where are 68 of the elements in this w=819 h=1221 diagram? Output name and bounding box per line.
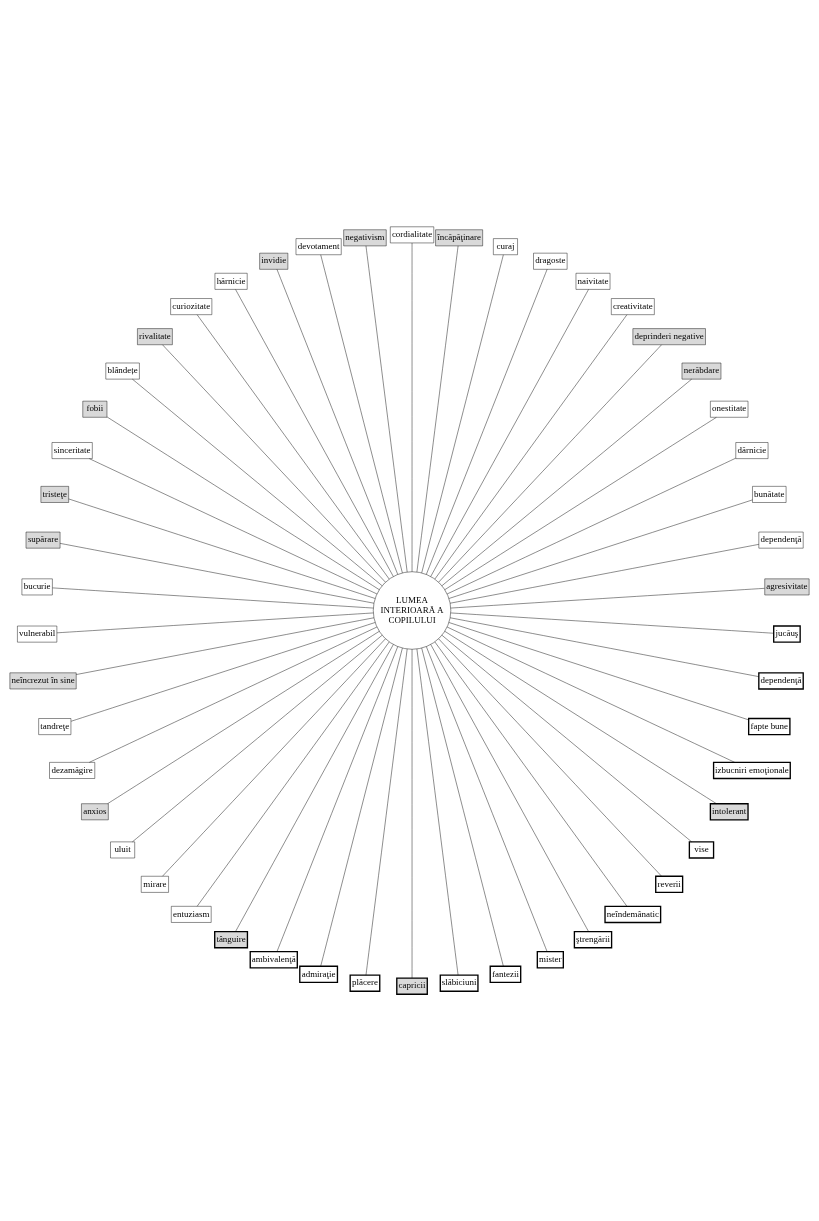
node-box: vise bbox=[688, 841, 715, 859]
connector bbox=[426, 646, 548, 952]
node-box: bucurie bbox=[21, 578, 53, 596]
node-box: sinceritate bbox=[51, 442, 93, 459]
connector bbox=[430, 644, 589, 932]
connector bbox=[421, 647, 504, 967]
node-box: dragoste bbox=[533, 252, 568, 270]
node-box: slăbiciuni bbox=[439, 974, 479, 992]
connector bbox=[276, 646, 398, 952]
connector bbox=[434, 641, 628, 907]
node-box: onestitate bbox=[710, 400, 749, 418]
node-box: negativism bbox=[343, 229, 387, 247]
connector bbox=[320, 647, 403, 967]
node-box: hărnicie bbox=[214, 273, 248, 290]
node-box: dărnicie bbox=[735, 442, 769, 459]
node-box: tandreţe bbox=[38, 718, 72, 735]
node-box: blândețe bbox=[105, 362, 140, 380]
node-box: capricii bbox=[396, 977, 428, 995]
connector bbox=[235, 644, 394, 932]
node-box: nerăbdare bbox=[681, 362, 722, 380]
node-box: curiozitate bbox=[170, 298, 213, 315]
connector bbox=[448, 622, 749, 721]
node-box: anxios bbox=[81, 803, 109, 821]
node-box: devotament bbox=[295, 238, 342, 255]
node-box: naivitate bbox=[575, 273, 611, 290]
node-box: fantezii bbox=[489, 965, 522, 984]
connector bbox=[411, 649, 413, 979]
connector bbox=[450, 612, 774, 634]
node-box: neîncrezut în sine bbox=[9, 672, 77, 690]
node-box: mister bbox=[536, 951, 564, 969]
connector bbox=[438, 638, 662, 877]
node-box: entuziasm bbox=[171, 906, 212, 923]
connector bbox=[365, 648, 408, 976]
node-box: ştrengării bbox=[573, 930, 613, 949]
node-box: izbucniri emoţionale bbox=[712, 761, 791, 780]
node-box: ambivalenţă bbox=[249, 951, 298, 969]
node-box: neîndemânatic bbox=[604, 905, 662, 924]
node-box: bunătate bbox=[752, 486, 787, 503]
node-box: agresivitate bbox=[764, 578, 810, 596]
connector bbox=[416, 648, 459, 976]
node-box: uluit bbox=[110, 841, 135, 859]
node-box: mirare bbox=[141, 876, 169, 893]
node-box: deprinderi negative bbox=[632, 328, 706, 345]
node-box: rivalitate bbox=[137, 328, 173, 345]
node-box: dependenţă bbox=[758, 672, 804, 690]
node-box: invidie bbox=[259, 252, 289, 270]
node-box: supărare bbox=[25, 531, 61, 549]
node-box: dezamăgire bbox=[49, 762, 95, 779]
node-box: reverii bbox=[655, 875, 684, 894]
node-box: cordialitate bbox=[390, 226, 434, 244]
node-circle: LUMEA INTERIOARĂ A COPILULUI bbox=[373, 571, 452, 650]
node-box: creativitate bbox=[611, 298, 655, 315]
node-box: fapte bune bbox=[748, 717, 791, 736]
node-box: încăpăţinare bbox=[435, 229, 483, 247]
node-box: dependenţă bbox=[758, 531, 804, 549]
node-box: tânguire bbox=[214, 930, 249, 949]
connector bbox=[446, 626, 735, 763]
node-box: fobii bbox=[82, 400, 108, 418]
node-box: vulnerabil bbox=[17, 625, 58, 643]
node-box: jucăuş bbox=[773, 625, 801, 643]
connector bbox=[444, 631, 717, 804]
node-box: intolerant bbox=[709, 803, 749, 821]
node-box: admiraţie bbox=[299, 965, 339, 984]
connector bbox=[441, 635, 692, 843]
node-box: tristeţe bbox=[40, 486, 69, 503]
connector bbox=[449, 617, 759, 677]
node-box: curaj bbox=[493, 238, 518, 255]
node-box: plăcere bbox=[349, 974, 381, 992]
